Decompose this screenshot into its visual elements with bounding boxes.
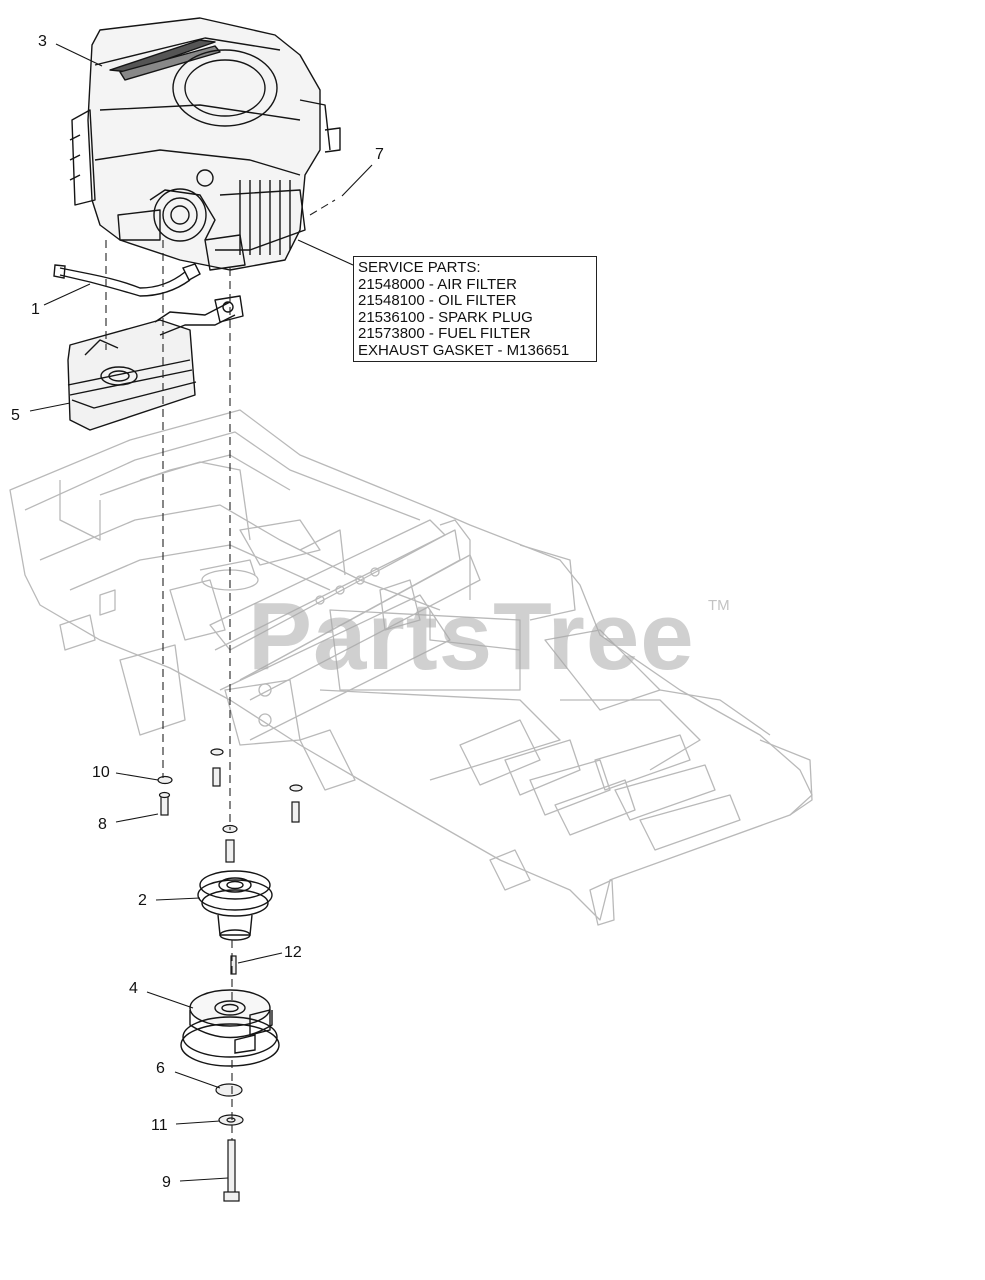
service-parts-box: SERVICE PARTS: 21548000 - AIR FILTER 215…	[353, 256, 597, 362]
service-part-air-filter: 21548000 - AIR FILTER	[358, 275, 517, 293]
watermark-logo: PartsTree	[248, 583, 695, 690]
callout-9: 9	[162, 1174, 171, 1191]
callout-7: 7	[375, 146, 384, 163]
service-part-spark-plug: 21536100 - SPARK PLUG	[358, 308, 533, 326]
engine	[69, 17, 341, 271]
service-part-oil-filter: 21548100 - OIL FILTER	[358, 292, 517, 309]
callout-1: 1	[31, 301, 40, 318]
service-parts-title: SERVICE PARTS:	[358, 259, 481, 276]
callout-6: 6	[156, 1060, 165, 1077]
muffler	[67, 295, 244, 431]
key-12	[230, 955, 237, 975]
pulley	[197, 870, 273, 941]
callout-12: 12	[284, 944, 302, 961]
callout-4: 4	[129, 980, 138, 997]
callout-3: 3	[38, 33, 47, 50]
service-part-fuel-filter: 21573800 - FUEL FILTER	[358, 325, 531, 342]
callout-labels: 3 7 1 5 10 8 2 12 4 6 11 9	[11, 33, 384, 1191]
callout-10: 10	[92, 764, 110, 781]
bolt-9	[227, 1139, 236, 1196]
callout-2: 2	[138, 892, 147, 909]
service-part-exhaust-gasket: EXHAUST GASKET - M136651	[358, 341, 570, 359]
fuel-line	[53, 263, 201, 297]
hardware	[157, 748, 303, 1202]
spacer-6	[215, 1083, 243, 1097]
pto-clutch	[180, 989, 280, 1067]
callout-11: 11	[151, 1117, 168, 1134]
watermark-trademark: TM	[708, 597, 730, 614]
mower-frame	[9, 409, 813, 926]
leader-lines	[29, 43, 373, 1182]
washer-10	[157, 775, 173, 785]
callout-5: 5	[11, 407, 20, 424]
callout-8: 8	[98, 816, 107, 833]
assembly-lines	[105, 199, 336, 1140]
